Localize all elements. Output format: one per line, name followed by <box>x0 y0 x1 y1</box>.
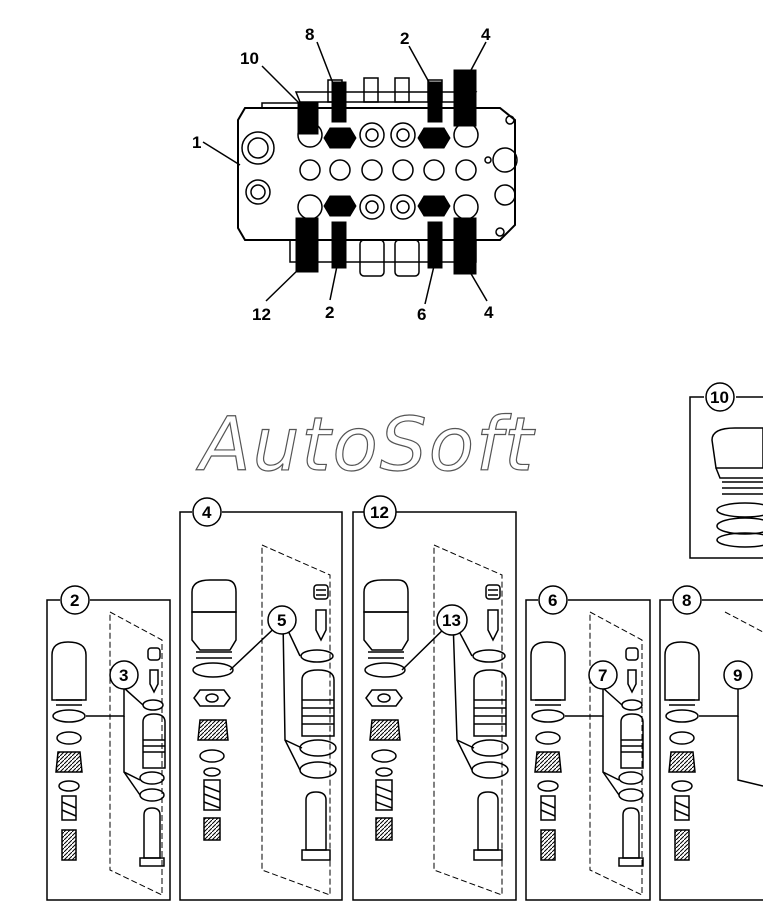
valve-callout-labels: 1 10 8 2 4 12 2 6 4 <box>192 25 494 324</box>
panel-4-label: 4 <box>202 503 212 522</box>
callout-8: 8 <box>305 25 314 44</box>
panel-12-label: 12 <box>370 503 389 522</box>
callout-7: 7 <box>598 666 607 685</box>
panel-6 <box>525 585 651 901</box>
callout-4-bottom: 4 <box>484 303 494 322</box>
panel-8-label: 8 <box>682 591 691 610</box>
panel-10-label: 10 <box>710 388 729 407</box>
watermark: AutoSoft <box>196 402 536 488</box>
callout-2-top: 2 <box>400 29 409 48</box>
callout-3-circle <box>109 660 139 690</box>
panel-12 <box>352 495 517 901</box>
panel-2 <box>46 585 171 901</box>
relief-valve-markers <box>295 69 477 275</box>
callout-1: 1 <box>192 133 201 152</box>
panel-8 <box>659 585 763 901</box>
panel-2-label: 2 <box>70 591 79 610</box>
callout-13: 13 <box>442 611 461 630</box>
callout-4-top: 4 <box>481 25 491 44</box>
callout-12: 12 <box>252 305 271 324</box>
panel-10 <box>689 382 763 559</box>
panel-4 <box>179 497 343 901</box>
callout-9: 9 <box>733 666 742 685</box>
valve-leader-lines <box>202 41 488 305</box>
callout-7-circle <box>588 660 618 690</box>
callout-3: 3 <box>119 666 128 685</box>
panel-6-label: 6 <box>548 591 557 610</box>
callout-5: 5 <box>277 611 286 630</box>
callout-6: 6 <box>417 305 426 324</box>
callout-2-bottom: 2 <box>325 303 334 322</box>
callout-13-circle <box>436 604 468 636</box>
callout-10: 10 <box>240 49 259 68</box>
callout-9-circle <box>723 660 753 690</box>
callout-5-circle <box>267 605 297 635</box>
